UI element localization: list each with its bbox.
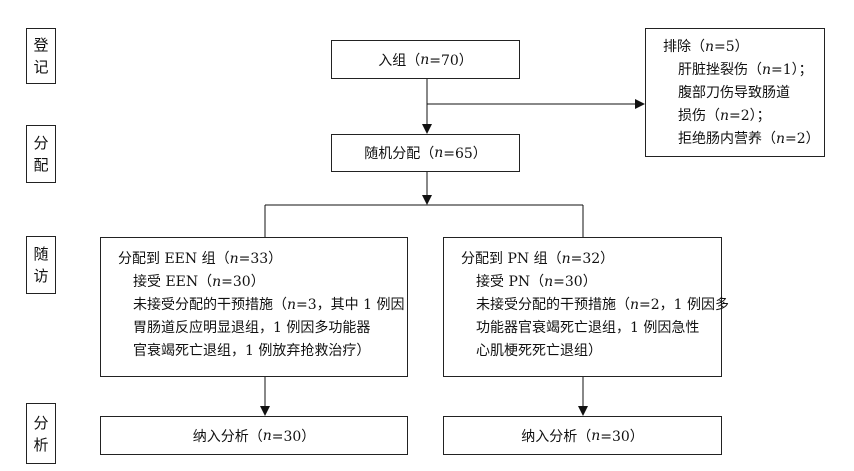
randomized-eq: =65） xyxy=(443,146,487,162)
stage-analysis: 分 析 xyxy=(26,403,56,464)
stage-enroll-char-2: 记 xyxy=(33,58,49,76)
excluded-box: 排除（n=5） 肝脏挫裂伤（n=1）； 腹部刀伤导致肠道 损伤（n=2）； 拒绝… xyxy=(645,28,825,157)
pn-not-received: 未接受分配的干预措施（n=2，1 例因多 xyxy=(476,297,730,313)
stage-allocation: 分 配 xyxy=(26,125,56,183)
pn-group-box: 分配到 PN 组（n=32） 接受 PN（n=30） 未接受分配的干预措施（n=… xyxy=(443,237,729,377)
randomized-label: 随机分配（ xyxy=(364,146,435,162)
analysis-pn-box: 纳入分析（n=30） xyxy=(443,416,722,455)
analysis-een-label: 纳入分析（ xyxy=(192,428,263,445)
stage-allocation-char-2: 配 xyxy=(33,156,49,174)
stage-allocation-char-1: 分 xyxy=(33,134,49,152)
pn-line-4: 功能器官衰竭死亡退组，1 例因急性 xyxy=(476,320,700,336)
analysis-pn-n: n xyxy=(591,427,601,444)
stage-enroll: 登 记 xyxy=(26,28,56,84)
stage-followup: 随 访 xyxy=(26,236,56,294)
pn-title: 分配到 PN 组（n=32） xyxy=(461,251,615,267)
excluded-line-4: 拒绝肠内营养（n=2） xyxy=(678,131,820,147)
excluded-line-3: 损伤（n=2）； xyxy=(678,108,771,124)
enrolled-eq: =70） xyxy=(429,52,473,69)
pn-line-5: 心肌梗死死亡退组） xyxy=(476,343,602,359)
excluded-line-2: 腹部刀伤导致肠道 xyxy=(678,85,790,101)
een-title: 分配到 EEN 组（n=33） xyxy=(118,251,283,267)
analysis-een-box: 纳入分析（n=30） xyxy=(100,416,408,455)
stage-followup-char-2: 访 xyxy=(33,267,49,285)
analysis-pn-eq: =30） xyxy=(600,428,644,445)
enrolled-n: n xyxy=(420,51,430,68)
een-line-4: 胃肠道反应明显退组，1 例因多功能器 xyxy=(133,320,371,336)
randomized-box: 随机分配（n=65） xyxy=(331,134,520,172)
enrolled-box: 入组（n=70） xyxy=(331,40,520,79)
analysis-een-eq: =30） xyxy=(271,428,316,445)
stage-followup-char-1: 随 xyxy=(33,245,49,263)
een-line-5: 官衰竭死亡退组，1 例放弃抢救治疗） xyxy=(133,343,371,359)
een-not-received: 未接受分配的干预措施（n=3，其中 1 例因 xyxy=(133,297,405,313)
pn-received: 接受 PN（n=30） xyxy=(476,274,597,290)
randomized-n: n xyxy=(434,145,444,161)
een-group-box: 分配到 EEN 组（n=33） 接受 EEN（n=30） 未接受分配的干预措施（… xyxy=(100,237,408,377)
stage-enroll-char-1: 登 xyxy=(33,36,49,54)
excluded-title: 排除（n=5） xyxy=(663,39,749,55)
stage-analysis-char-2: 析 xyxy=(33,435,49,454)
analysis-pn-label: 纳入分析（ xyxy=(521,428,592,445)
analysis-een-n: n xyxy=(262,427,272,444)
stage-analysis-char-1: 分 xyxy=(33,413,49,432)
een-received: 接受 EEN（n=30） xyxy=(133,274,265,290)
excluded-line-1: 肝脏挫裂伤（n=1）； xyxy=(678,62,813,78)
enrolled-label: 入组（ xyxy=(378,52,421,69)
